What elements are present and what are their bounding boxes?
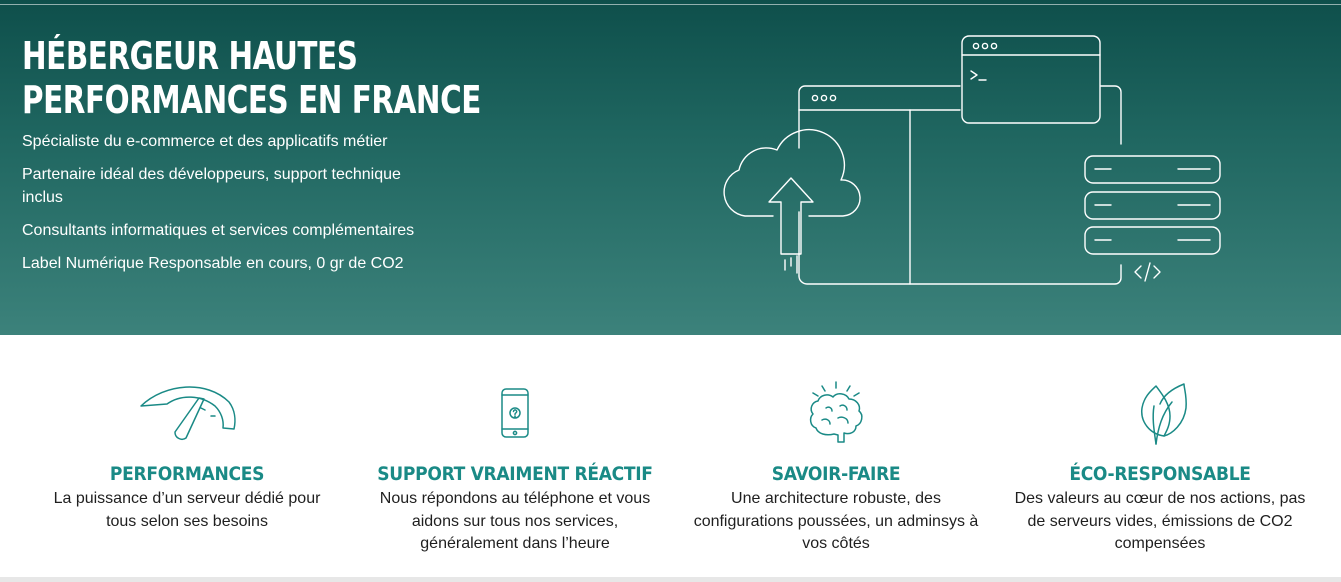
feature-description: La puissance d’un serveur dédié pour tou…: [53, 490, 321, 530]
hero-banner: HÉBERGEUR HAUTES PERFORMANCES EN FRANCE …: [0, 0, 1341, 335]
feature-icon-container: [686, 368, 986, 458]
hosting-illustration: [723, 35, 1221, 285]
feature-description: Des valeurs au cœur de nos actions, pas …: [1014, 490, 1306, 552]
code-icon: [1134, 262, 1161, 282]
terminal-window-icon: [961, 35, 1101, 124]
server-stack-icon: [1084, 155, 1221, 255]
hero-divider: [0, 4, 1341, 5]
feature-title: SAVOIR-FAIRE: [771, 463, 901, 485]
feature-performances: PERFORMANCES La puissance d’un serveur d…: [37, 368, 337, 533]
leaf-icon: [1141, 383, 1187, 445]
browser-window-icon: [798, 85, 1122, 285]
hero-feature-item: Label Numérique Responsable en cours, 0 …: [22, 255, 404, 272]
feature-description: Une architecture robuste, des configurat…: [693, 490, 979, 552]
speedometer-icon: [140, 386, 236, 440]
feature-eco-responsable: ÉCO-RESPONSABLE Des valeurs au cœur de n…: [1010, 368, 1310, 556]
page-title: HÉBERGEUR HAUTES PERFORMANCES EN FRANCE: [22, 34, 481, 122]
brain-icon: [809, 381, 863, 443]
page-bottom-border: [0, 577, 1341, 582]
cloud-upload-icon: [723, 128, 861, 274]
smartphone-support-icon: [501, 388, 529, 438]
feature-title: ÉCO-RESPONSABLE: [1069, 463, 1251, 485]
hero-feature-list: Spécialiste du e-commerce et des applica…: [22, 130, 422, 285]
hero-feature-item: Partenaire idéal des développeurs, suppo…: [22, 166, 401, 206]
hero-feature-item: Spécialiste du e-commerce et des applica…: [22, 133, 388, 150]
feature-icon-container: [1010, 368, 1310, 458]
feature-icon-container: [365, 368, 665, 458]
feature-icon-container: [37, 368, 337, 458]
feature-description: Nous répondons au téléphone et vous aido…: [379, 490, 651, 552]
feature-support: SUPPORT VRAIMENT RÉACTIF Nous répondons …: [365, 368, 665, 556]
feature-savoir-faire: SAVOIR-FAIRE Une architecture robuste, d…: [686, 368, 986, 556]
feature-title: SUPPORT VRAIMENT RÉACTIF: [377, 463, 653, 485]
feature-title: PERFORMANCES: [109, 463, 265, 485]
hero-feature-item: Consultants informatiques et services co…: [22, 222, 415, 239]
